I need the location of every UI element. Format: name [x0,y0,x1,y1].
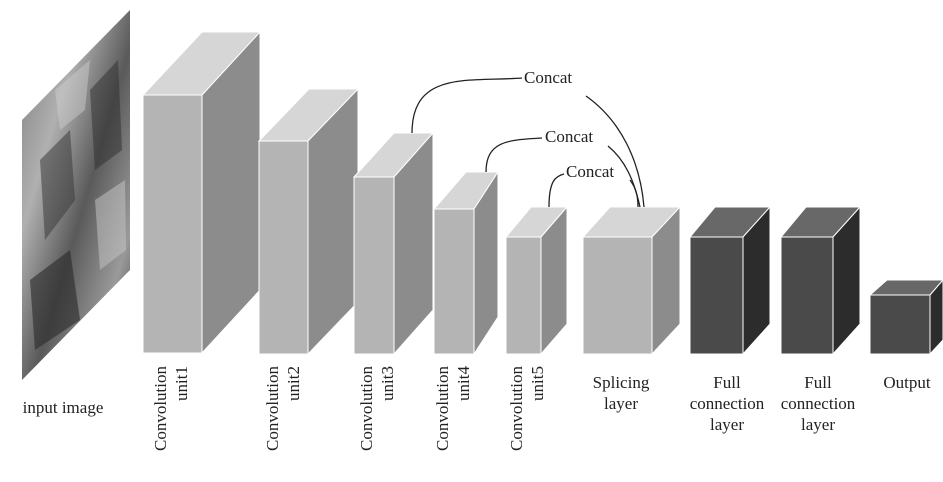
conv-unit4-label-line2: unit4 [454,366,473,401]
conv-unit3-label-line2: unit3 [378,366,397,401]
conv-unit4-label: Convolution unit4 [432,366,474,476]
conv-unit3-label: Convolution unit3 [356,366,398,476]
fc-layer2-block [779,205,862,356]
conv-unit2-label-line1: Convolution [263,366,282,452]
fc-layer1-label-line3: layer [710,415,744,434]
concat-connector-unit5 [548,173,565,208]
fc-layer2-label-line3: layer [801,415,835,434]
conv-unit5-label: Convolution unit5 [506,366,548,476]
concat-connector-unit3-to-splice [585,95,645,208]
conv-unit2-block [257,87,360,356]
fc-layer1-label: Full connection layer [682,372,772,435]
conv-unit4-label-line1: Convolution [433,366,452,452]
concat-label-1: Concat [524,68,572,87]
conv-unit1-label: Convolution unit1 [150,366,192,476]
splicing-layer-label: Splicing layer [576,372,666,414]
concat-label-2: Concat [545,127,593,146]
splicing-layer-block [581,205,682,356]
concat-connector-unit4 [485,137,543,173]
conv-unit5-block [504,205,569,356]
fc-layer2-label: Full connection layer [773,372,863,435]
conv-unit2-label: Convolution unit2 [262,366,304,476]
concat-label-3: Concat [566,162,614,181]
output-block [868,279,943,356]
input-image-label: input image [22,398,104,417]
fc-layer1-label-line1: Full [713,373,741,392]
conv-unit1-label-line2: unit1 [172,366,191,401]
fc-layer1-label-line2: connection [689,394,765,413]
fc-layer2-label-line2: connection [780,394,856,413]
conv-unit1-label-line1: Convolution [151,366,170,452]
concat-connector-unit3 [411,77,523,134]
splicing-layer-label-line1: Splicing [592,373,650,392]
fc-layer2-label-line1: Full [804,373,832,392]
input-image-panel [22,10,130,380]
conv-unit3-block [352,131,435,356]
splicing-layer-label-line2: layer [604,394,638,413]
concat-connector-unit4-to-splice [607,145,641,208]
fc-layer1-block [688,205,772,356]
conv-unit4-block [432,170,499,356]
conv-unit5-label-line2: unit5 [528,366,547,401]
conv-unit3-label-line1: Convolution [357,366,376,452]
output-label: Output [883,373,931,392]
conv-unit2-label-line2: unit2 [284,366,303,401]
conv-unit5-label-line1: Convolution [507,366,526,452]
concat-connector-unit5-to-splice [629,179,639,208]
conv-unit1-block [141,30,262,355]
